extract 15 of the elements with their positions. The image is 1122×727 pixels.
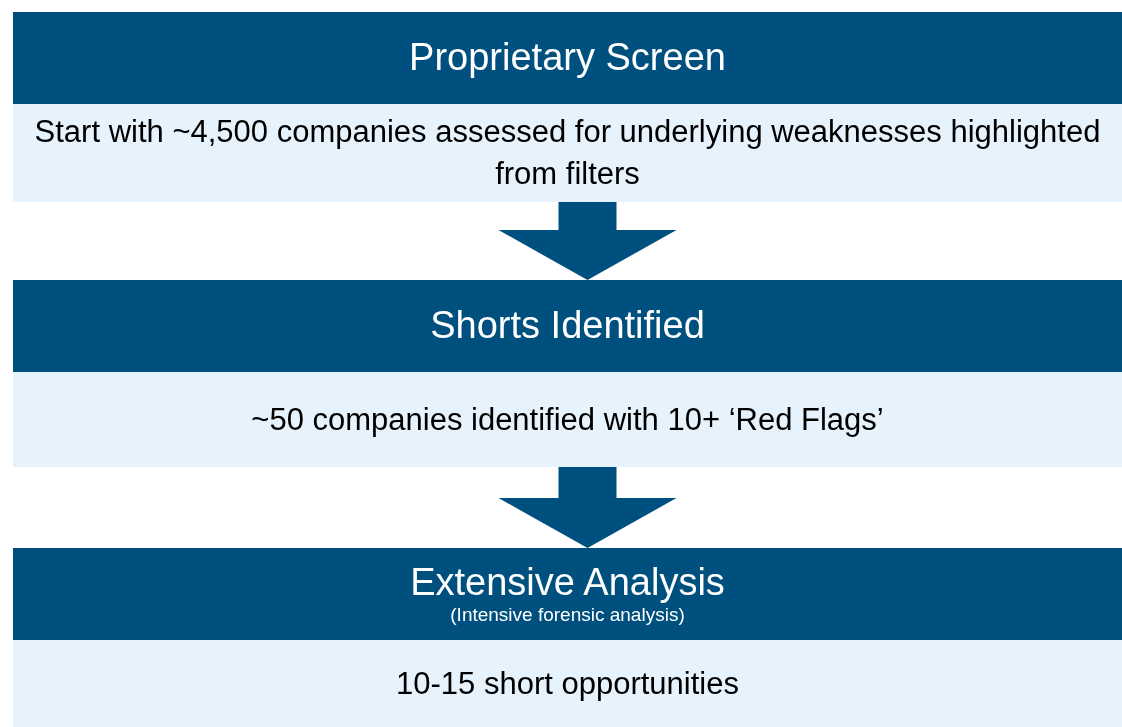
stage-description: 10-15 short opportunities bbox=[395, 664, 740, 703]
content-band bbox=[13, 640, 1122, 727]
header-band bbox=[13, 548, 1122, 640]
content-band bbox=[13, 104, 1122, 202]
stage-subtitle: (Intensive forensic analysis) bbox=[450, 604, 685, 628]
stage-description: Start with ~4,500 companies assessed for underlying weaknesses highlighted from filters bbox=[33, 113, 1102, 193]
content-band bbox=[13, 372, 1122, 467]
header-band bbox=[13, 280, 1122, 372]
header-band bbox=[13, 12, 1122, 104]
stage-title: Proprietary Screen bbox=[409, 36, 726, 80]
stage-title: Shorts Identified bbox=[430, 304, 705, 348]
block-arrow bbox=[498, 467, 677, 548]
stage-title: Extensive Analysis bbox=[410, 560, 725, 605]
stage-description: ~50 companies identified with 10+ ‘Red Flags’ bbox=[250, 400, 885, 439]
block-arrow bbox=[498, 202, 677, 280]
